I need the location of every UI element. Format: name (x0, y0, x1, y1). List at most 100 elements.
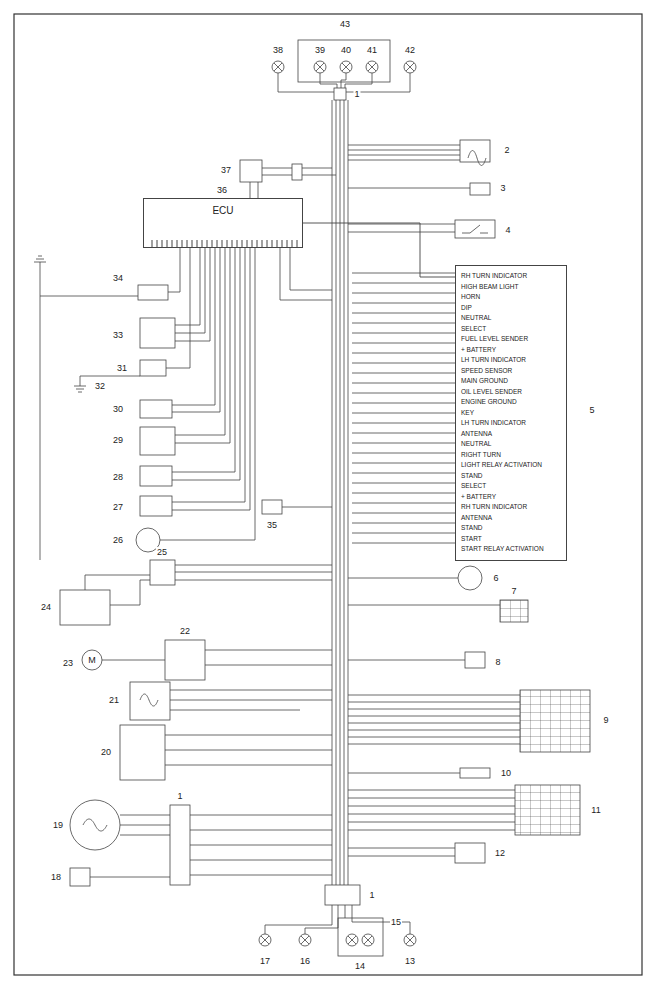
unit-name: ECU (150, 205, 296, 217)
wire-connector (303, 223, 455, 277)
pin-function: START RELAY ACTIVATION (461, 544, 561, 555)
callout-number: 40 (340, 45, 352, 55)
switch-symbol (455, 220, 495, 238)
callout-number: 13 (404, 956, 416, 966)
callout-number: 2 (503, 145, 510, 155)
wire (348, 145, 470, 232)
pin-function: LH TURN INDICATOR (461, 418, 561, 429)
pin-function: STAND (461, 471, 561, 482)
callout-number: 1 (353, 89, 360, 99)
callout-number: 36 (216, 185, 228, 195)
pin-function: NEUTRAL (461, 313, 561, 324)
pin-function: NEUTRAL (461, 439, 561, 450)
callout-number: 34 (112, 273, 124, 283)
horn-symbol (458, 566, 482, 590)
connector-symbol (325, 885, 360, 905)
pin-function: HORN (461, 292, 561, 303)
connector-symbol (170, 805, 190, 885)
callout-number: 41 (366, 45, 378, 55)
component-box (60, 590, 110, 625)
coil-symbol (468, 151, 486, 166)
callout-number: 25 (156, 547, 168, 557)
pin-function: FUEL LEVEL SENDER (461, 334, 561, 345)
pin-function: LIGHT RELAY ACTIVATION (461, 460, 561, 471)
callout-number: 21 (108, 695, 120, 705)
callout-number: 8 (494, 657, 501, 667)
relay-box (165, 640, 205, 680)
wire (160, 248, 332, 540)
callout-number: 18 (50, 872, 62, 882)
ac-symbol (83, 819, 107, 831)
callout-number: 37 (220, 165, 232, 175)
callout-number: 22 (179, 626, 191, 636)
component-box (240, 160, 262, 182)
callout-number: 29 (112, 435, 124, 445)
pin-function: OIL LEVEL SENDER (461, 387, 561, 398)
page-frame (14, 14, 642, 975)
component-box (138, 285, 168, 300)
callout-number: 35 (266, 520, 278, 530)
callout-number: 15 (390, 917, 402, 927)
pin-function: SELECT (461, 324, 561, 335)
callout-number: 12 (494, 848, 506, 858)
callout-number: 10 (500, 768, 512, 778)
antenna-ground (74, 376, 140, 392)
callout-number: 28 (112, 472, 124, 482)
alternator-symbol (70, 800, 120, 850)
wire (250, 168, 336, 198)
pin-function: HIGH BEAM LIGHT (461, 282, 561, 293)
sensor-symbol (470, 183, 490, 195)
pin-function: RIGHT TURN (461, 450, 561, 461)
callout-number: 24 (40, 602, 52, 612)
pin-function: SELECT (461, 481, 561, 492)
wire (348, 790, 515, 830)
wire (348, 695, 520, 744)
callout-number: M (87, 655, 97, 665)
callout-number: 23 (62, 658, 74, 668)
pin-function: KEY (461, 408, 561, 419)
wire-bundle (332, 100, 348, 885)
callout-number: 17 (259, 956, 271, 966)
component-box (262, 500, 282, 514)
callout-number: 43 (339, 19, 351, 29)
pin-function: + BATTERY (461, 345, 561, 356)
callout-number: 31 (116, 363, 128, 373)
switch-contact (462, 225, 488, 233)
wire (140, 690, 332, 710)
callout-number: 4 (504, 225, 511, 235)
pin-function: ANTENNA (461, 513, 561, 524)
component-box (455, 843, 485, 863)
wire-group (352, 272, 455, 552)
pin-function: RH TURN INDICATOR (461, 271, 561, 282)
wire (90, 815, 332, 877)
component-box (140, 400, 172, 418)
pin-function: START (461, 534, 561, 545)
relay-box (140, 427, 175, 455)
wire (278, 73, 410, 92)
callout-number: 27 (112, 502, 124, 512)
sensor-box (140, 466, 172, 486)
connector-symbol (150, 560, 175, 585)
callout-number: 33 (112, 330, 124, 340)
wire (265, 905, 410, 934)
callout-number: 39 (314, 45, 326, 55)
callout-number: 38 (272, 45, 284, 55)
wire (85, 565, 332, 605)
pin-function: DIP (461, 303, 561, 314)
regulator-box (120, 725, 165, 780)
callout-number: 7 (510, 586, 517, 596)
switch-box (130, 682, 170, 720)
ecu-pin-row (150, 240, 300, 248)
pin-function: MAIN GROUND (461, 376, 561, 387)
callout-number: 26 (112, 535, 124, 545)
callout-number: 3 (499, 183, 506, 193)
component-box (465, 652, 485, 668)
switch-table (515, 785, 580, 835)
callout-number: 30 (112, 404, 124, 414)
component-box (70, 868, 90, 886)
